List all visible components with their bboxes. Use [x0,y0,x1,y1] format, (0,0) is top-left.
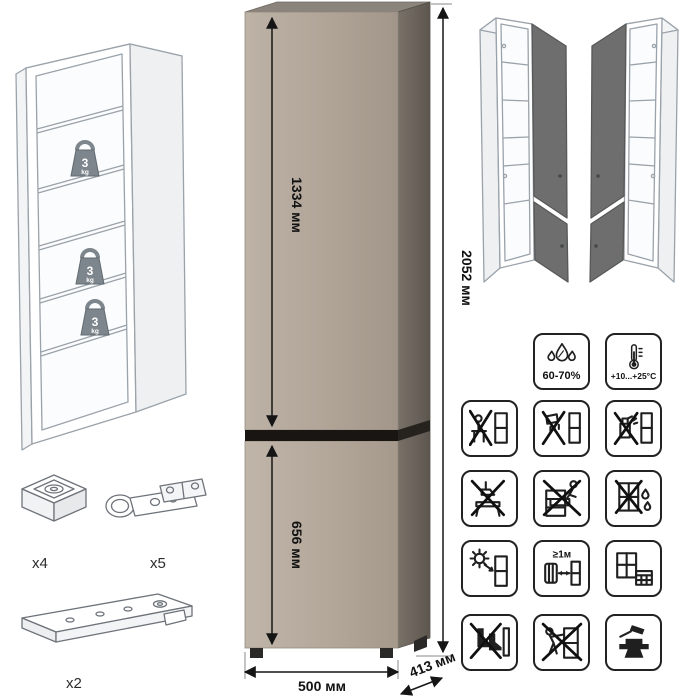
no-solvents-icon [613,411,653,445]
no-solvents-warning [605,400,662,457]
weight-unit: kg [91,328,99,335]
open-upper-door-panel [531,23,568,219]
lower-door-height-label: 656 мм [289,521,305,569]
room-acclimatization-icon [615,551,653,586]
no-dampness-icon [614,479,651,514]
no-liquids-icon [541,410,581,445]
depth-arrow [399,676,444,696]
weight-unit: kg [81,169,89,176]
open-door-left-variant [479,17,569,283]
hinge-count-label: x5 [150,555,166,572]
no-hammering-warning [605,614,662,671]
door-gap [245,430,398,441]
cabinet-render: 1334 мм 656 мм 2052 мм 500 мм 413 мм [243,1,475,696]
width-label: 500 мм [298,678,346,694]
no-sitting-warning [461,400,518,457]
no-climbing-warning [533,470,590,527]
no-climbing-icon [542,479,581,517]
foot-hardware: x4 [21,474,87,572]
temperature-range-label: +10...+25°C [610,370,657,381]
shelf-weight-icon: 3 kg [80,299,110,336]
open-cabinet-drawing [479,17,569,283]
no-standing-warning [461,470,518,527]
shelf-weight-icon: 3 kg [70,140,100,177]
upper-door-height-label: 1334 мм [289,177,305,233]
no-dampness-warning [605,470,662,527]
avoid-sunlight-icon [469,548,508,587]
avoid-sunlight-notice [461,540,518,597]
no-standing-icon [470,479,505,517]
no-liquids-warning [533,400,590,457]
weight-unit: kg [86,277,94,284]
open-lower-door-panel [533,201,569,283]
no-sitting-icon [468,409,508,446]
radiator-distance-notice: ≥1м [533,540,590,597]
foot-icon [21,474,87,522]
humidity-drops-icon [546,342,576,361]
upper-door [244,11,399,431]
cabinet-foot [380,648,393,658]
humidity-range-label: 60-70% [542,369,581,382]
radiator-distance-icon: ≥1м [543,549,581,586]
plinth-count-label: x2 [66,675,82,692]
no-shoes-impact-warning [461,614,518,671]
wireframe-cabinet [15,43,187,451]
weight-value: 3 [92,315,99,329]
foot-count-label: x4 [32,555,48,572]
temperature-requirement-badge: +10...+25°C [605,333,662,390]
load-capacity-drawing: 3 kg 3 kg 3 kg [15,43,187,451]
lower-door [244,440,399,649]
plinth-hardware: x2 [21,593,193,692]
radiator-distance-label: ≥1м [552,549,570,560]
weight-value: 3 [87,264,94,278]
open-door-right-variant [589,17,679,283]
depth-label: 413 мм [407,648,458,680]
hinge-hardware: x5 [105,478,207,572]
no-dragging-icon [541,622,582,661]
thermometer-icon [628,343,643,370]
room-acclimatization-notice [605,540,662,597]
total-height-label: 2052 мм [459,250,475,306]
shelf-weight-icon: 3 kg [75,248,105,285]
no-dragging-warning [533,614,590,671]
cabinet-side-face [397,1,431,649]
weight-value: 3 [82,156,89,170]
cabinet-foot [414,635,427,652]
door-gap-side [398,420,430,441]
no-hammering-icon [618,624,649,658]
no-shoes-impact-icon [469,622,510,659]
cabinet-foot [250,648,263,658]
hinge-icon [105,478,207,518]
humidity-requirement-badge: 60-70% [533,333,590,390]
plinth-icon [21,593,193,643]
